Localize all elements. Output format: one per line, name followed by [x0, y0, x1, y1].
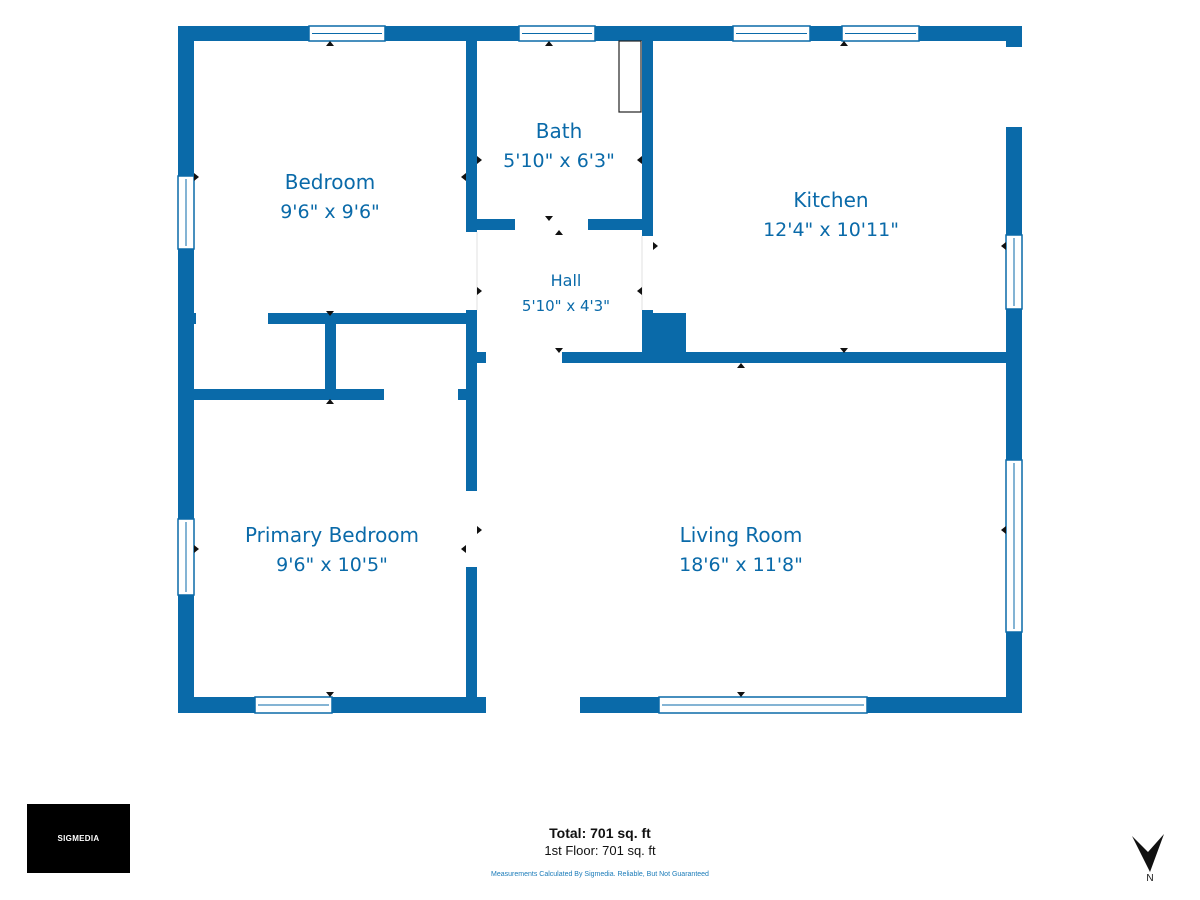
- room-name: Primary Bedroom: [245, 523, 419, 547]
- exterior-walls: [178, 26, 1022, 713]
- measurement-markers: [194, 41, 1006, 697]
- disclaimer: Measurements Calculated By Sigmedia. Rel…: [491, 871, 709, 878]
- room-bedroom: Bedroom 9'6" x 9'6": [280, 170, 380, 223]
- room-hall: Hall 5'10" x 4'3": [522, 271, 610, 315]
- area-summary: Total: 701 sq. ft 1st Floor: 701 sq. ft: [400, 824, 800, 859]
- room-name: Living Room: [680, 523, 803, 547]
- total-area: Total: 701 sq. ft: [549, 825, 651, 841]
- door-openings: [196, 47, 1022, 713]
- room-dimensions: 9'6" x 10'5": [276, 554, 388, 576]
- room-dimensions: 12'4" x 10'11": [763, 219, 899, 241]
- room-name: Hall: [551, 271, 582, 290]
- room-dimensions: 18'6" x 11'8": [679, 554, 803, 576]
- sigmedia-logo: SIGMEDIA: [27, 804, 130, 873]
- room-name: Bath: [536, 119, 583, 143]
- room-name: Bedroom: [285, 170, 375, 194]
- window-panes: [185, 33, 1015, 706]
- logo-text: SIGMEDIA: [57, 834, 100, 843]
- bath-fixture: [618, 40, 642, 113]
- opening-lines: [476, 232, 643, 310]
- windows: [177, 25, 1023, 714]
- room-kitchen: Kitchen 12'4" x 10'11": [763, 188, 899, 241]
- room-primary-bedroom: Primary Bedroom 9'6" x 10'5": [245, 523, 419, 576]
- interior-walls: [178, 26, 1022, 701]
- room-dimensions: 9'6" x 9'6": [280, 201, 380, 223]
- north-arrow-icon: [1132, 834, 1164, 872]
- room-bath: Bath 5'10" x 6'3": [503, 119, 615, 172]
- room-living-room: Living Room 18'6" x 11'8": [679, 523, 803, 576]
- room-dimensions: 5'10" x 6'3": [503, 150, 615, 172]
- room-name: Kitchen: [793, 188, 868, 212]
- compass-label: N: [1146, 873, 1154, 884]
- floor-area: 1st Floor: 701 sq. ft: [544, 843, 656, 858]
- room-dimensions: 5'10" x 4'3": [522, 297, 610, 315]
